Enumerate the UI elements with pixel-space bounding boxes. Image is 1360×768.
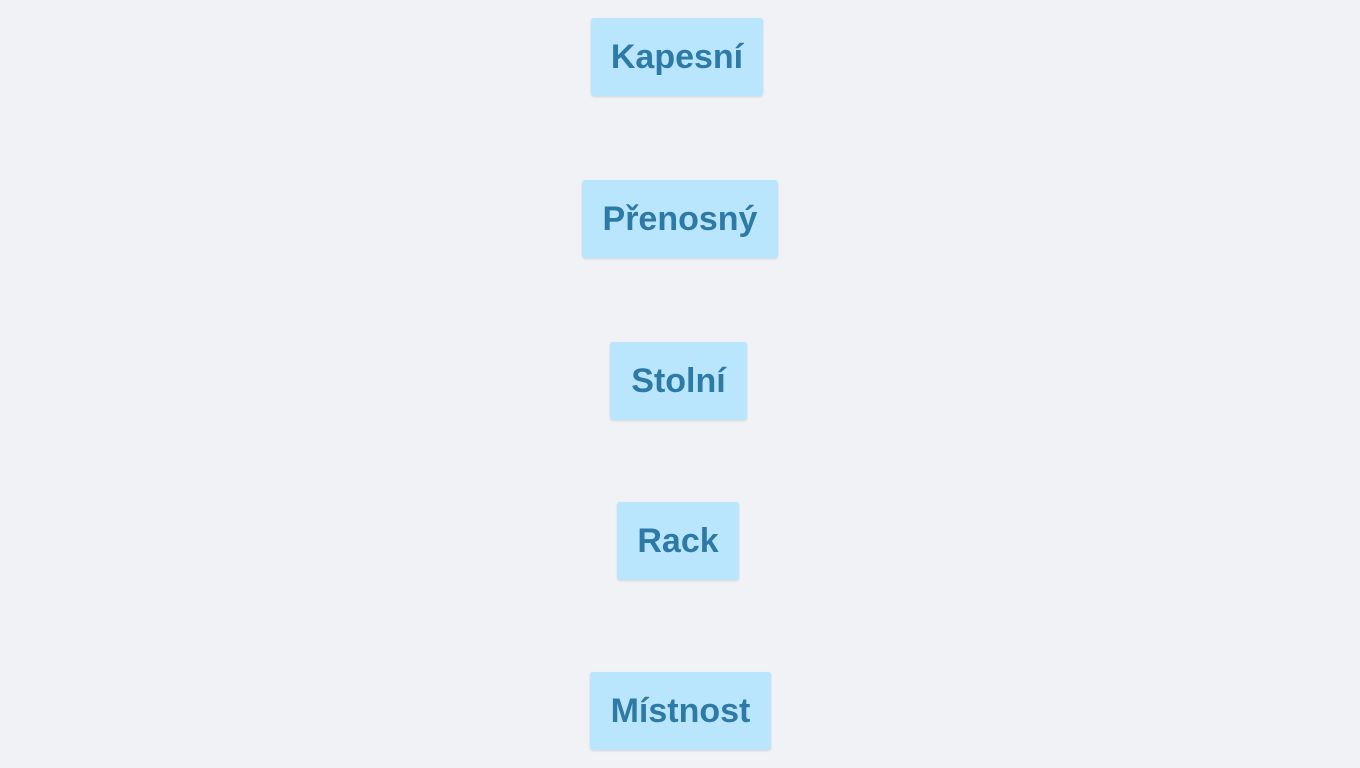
option-button-rack[interactable]: Rack	[617, 502, 739, 580]
option-button-stolni[interactable]: Stolní	[610, 342, 747, 420]
option-button-mistnost[interactable]: Místnost	[590, 672, 771, 750]
option-button-prenosny[interactable]: Přenosný	[582, 180, 778, 258]
option-button-kapesni[interactable]: Kapesní	[591, 18, 763, 96]
